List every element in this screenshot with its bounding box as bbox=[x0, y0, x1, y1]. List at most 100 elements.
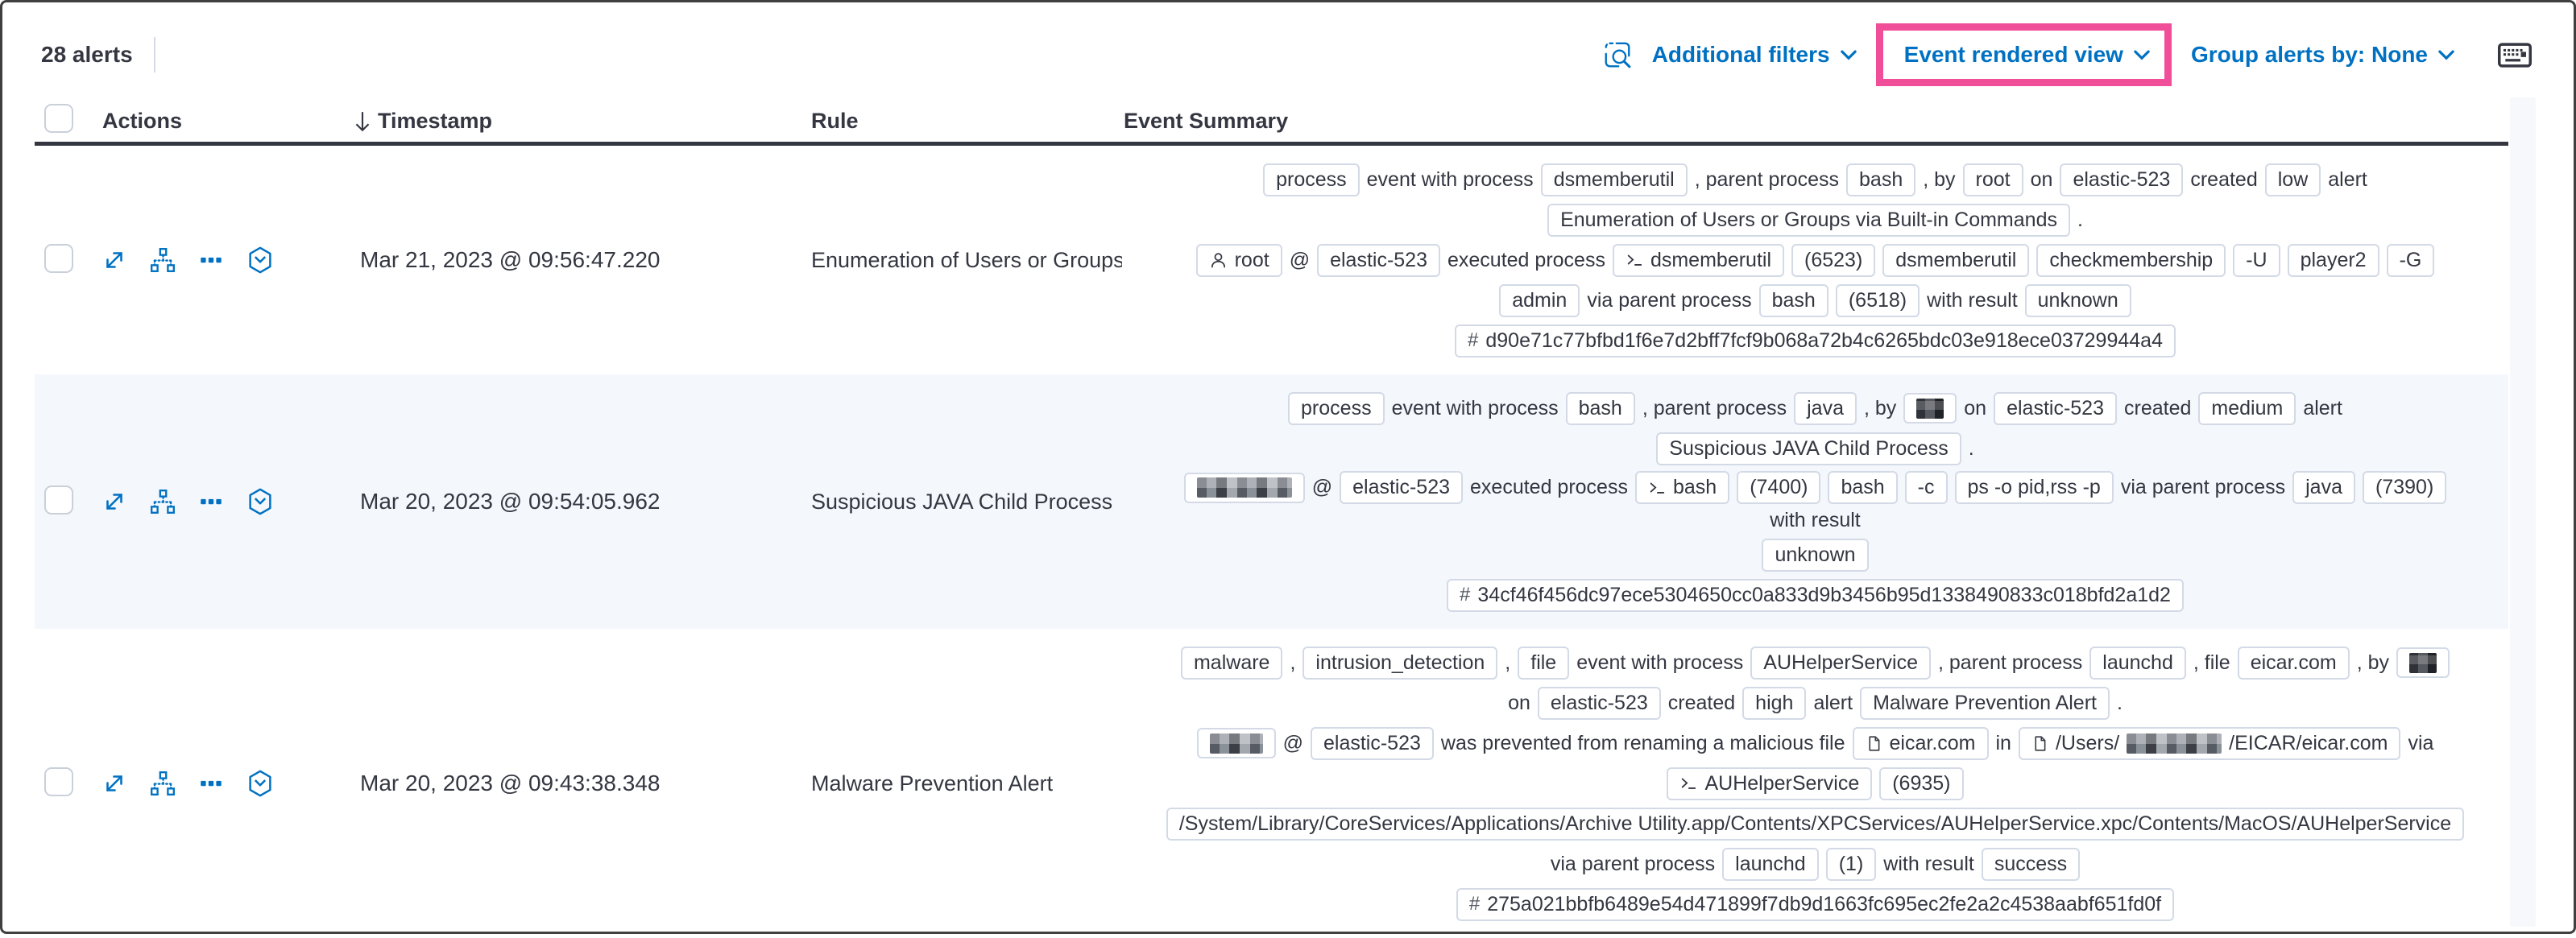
event-field-pill[interactable]: AUHelperService bbox=[1750, 646, 1932, 680]
pill-text: intrusion_detection bbox=[1315, 651, 1485, 674]
event-field-pill[interactable]: Enumeration of Users or Groups via Built… bbox=[1547, 203, 2070, 237]
event-field-pill[interactable]: (6935) bbox=[1879, 767, 1964, 800]
hash-pill[interactable]: #275a021bbfb6489e54d471899f7db9d1663fc69… bbox=[1456, 887, 2175, 921]
event-field-pill[interactable]: dsmemberutil bbox=[1882, 243, 2030, 277]
event-field-pill[interactable]: success bbox=[1981, 847, 2081, 881]
event-field-pill[interactable]: elastic-523 bbox=[1340, 471, 1464, 504]
event-field-pill[interactable]: intrusion_detection bbox=[1302, 646, 1498, 680]
event-field-pill[interactable]: unknown bbox=[1762, 538, 1869, 572]
event-field-pill[interactable]: (6518) bbox=[1835, 283, 1920, 317]
event-field-pill[interactable]: launchd bbox=[2089, 646, 2186, 680]
document-icon bbox=[1866, 735, 1882, 752]
rule-cell[interactable]: Enumeration of Users or Groups via Bui bbox=[811, 247, 1122, 272]
event-field-pill[interactable]: elastic-523 bbox=[1310, 726, 1434, 760]
event-field-pill[interactable]: high bbox=[1742, 686, 1807, 720]
event-field-pill[interactable]: Malware Prevention Alert bbox=[1860, 686, 2110, 720]
hash-pill[interactable]: #34cf46f456dc97ece5304650cc0a833d9b3456b… bbox=[1447, 578, 2184, 612]
event-field-pill[interactable]: file bbox=[1518, 646, 1570, 680]
row-checkbox[interactable] bbox=[44, 767, 73, 796]
event-field-pill[interactable]: -U bbox=[2233, 243, 2280, 277]
additional-filters-button[interactable]: Additional filters bbox=[1652, 42, 1857, 68]
more-actions-button[interactable] bbox=[197, 488, 225, 515]
event-field-pill[interactable]: -c bbox=[1904, 471, 1948, 504]
event-field-pill[interactable]: elastic-523 bbox=[1537, 686, 1661, 720]
header-actions-label: Actions bbox=[102, 109, 183, 133]
event-field-pill[interactable]: player2 bbox=[2287, 243, 2379, 277]
inspect-button[interactable] bbox=[1602, 39, 1633, 70]
alerts-data-grid: Actions Timestamp Rule Event Summary Mar… bbox=[35, 101, 2508, 938]
rule-cell[interactable]: Malware Prevention Alert bbox=[811, 771, 1054, 795]
event-field-pill[interactable] bbox=[1903, 393, 1957, 424]
expand-alert-button[interactable] bbox=[101, 770, 128, 797]
scrollbar-track[interactable] bbox=[2510, 97, 2536, 927]
event-field-pill[interactable]: checkmembership bbox=[2036, 243, 2226, 277]
event-field-pill[interactable]: medium bbox=[2198, 391, 2296, 425]
event-field-pill[interactable] bbox=[2396, 647, 2450, 678]
event-field-pill[interactable]: bash bbox=[1828, 471, 1898, 504]
event-field-pill[interactable]: (6523) bbox=[1791, 243, 1876, 277]
expand-alert-button[interactable] bbox=[101, 246, 128, 274]
event-field-pill[interactable]: (7400) bbox=[1737, 471, 1821, 504]
group-alerts-by-button[interactable]: Group alerts by: None bbox=[2191, 42, 2454, 68]
event-field-pill[interactable] bbox=[1196, 728, 1276, 758]
event-field-pill[interactable]: bash bbox=[1846, 163, 1916, 196]
event-field-pill[interactable]: /Users//EICAR/eicar.com bbox=[2018, 726, 2401, 760]
event-field-pill[interactable]: Suspicious JAVA Child Process bbox=[1656, 432, 1961, 465]
event-field-pill[interactable]: elastic-523 bbox=[1317, 243, 1440, 277]
event-field-pill[interactable]: dsmemberutil bbox=[1540, 163, 1688, 196]
event-field-pill[interactable]: -G bbox=[2386, 243, 2435, 277]
more-actions-button[interactable] bbox=[197, 246, 225, 274]
pill-text: bash bbox=[1771, 288, 1816, 312]
hash-pill[interactable]: #d90e71c77bfbd1f6e7d2bff7fcf9b068a72b4c6… bbox=[1455, 324, 2176, 357]
event-field-pill[interactable]: process bbox=[1288, 391, 1385, 425]
keyboard-shortcuts-button[interactable] bbox=[2498, 42, 2532, 68]
event-field-pill[interactable]: eicar.com bbox=[1852, 726, 1989, 760]
event-field-pill[interactable]: java bbox=[1794, 391, 1857, 425]
pill-text: low bbox=[2277, 167, 2309, 191]
analyze-event-button[interactable] bbox=[149, 488, 176, 515]
event-field-pill[interactable]: eicar.com bbox=[2237, 646, 2350, 680]
event-field-pill[interactable]: java bbox=[2292, 471, 2355, 504]
row-checkbox[interactable] bbox=[44, 243, 73, 273]
event-field-pill[interactable]: admin bbox=[1499, 283, 1580, 317]
pill-text: unknown bbox=[1775, 543, 1856, 566]
header-timestamp-label: Timestamp bbox=[378, 109, 493, 133]
event-summary-text: , bbox=[1290, 651, 1296, 674]
event-field-pill[interactable]: bash bbox=[1565, 391, 1635, 425]
event-field-pill[interactable]: malware bbox=[1180, 646, 1283, 680]
event-field-pill[interactable]: unknown bbox=[2024, 283, 2131, 317]
event-field-pill[interactable]: bash bbox=[1634, 471, 1730, 504]
rule-cell[interactable]: Suspicious JAVA Child Process bbox=[811, 489, 1113, 514]
event-field-pill[interactable]: process bbox=[1263, 163, 1360, 196]
event-field-pill[interactable]: elastic-523 bbox=[1994, 391, 2117, 425]
event-field-pill[interactable]: bash bbox=[1758, 283, 1828, 317]
more-actions-button[interactable] bbox=[197, 770, 225, 797]
open-session-viewer-button[interactable] bbox=[246, 487, 275, 516]
event-summary-text: with result bbox=[1883, 852, 1974, 875]
event-field-pill[interactable]: root bbox=[1962, 163, 2023, 196]
event-field-pill[interactable]: elastic-523 bbox=[2060, 163, 2184, 196]
expand-alert-button[interactable] bbox=[101, 488, 128, 515]
event-field-pill[interactable]: (7390) bbox=[2363, 471, 2447, 504]
open-session-viewer-button[interactable] bbox=[246, 246, 275, 275]
analyze-event-button[interactable] bbox=[149, 246, 176, 274]
select-all-checkbox[interactable] bbox=[44, 104, 73, 133]
open-session-viewer-button[interactable] bbox=[246, 769, 275, 798]
event-field-pill[interactable]: ps -o pid,rss -p bbox=[1954, 471, 2114, 504]
header-timestamp[interactable]: Timestamp bbox=[349, 109, 800, 134]
event-field-pill[interactable]: (1) bbox=[1825, 847, 1877, 881]
view-selector-button[interactable]: Event rendered view bbox=[1904, 42, 2150, 68]
event-field-pill[interactable]: dsmemberutil bbox=[1612, 243, 1785, 277]
event-field-pill[interactable]: low bbox=[2264, 163, 2321, 196]
row-checkbox[interactable] bbox=[44, 485, 73, 514]
row-actions bbox=[91, 487, 349, 516]
event-field-pill[interactable]: root bbox=[1195, 243, 1282, 277]
analyze-event-button[interactable] bbox=[149, 770, 176, 797]
event-field-pill[interactable] bbox=[1183, 472, 1305, 503]
redacted-value bbox=[1196, 477, 1292, 498]
event-field-pill[interactable]: /System/Library/CoreServices/Application… bbox=[1166, 807, 2465, 841]
event-field-pill[interactable]: launchd bbox=[1722, 847, 1819, 881]
event-field-pill[interactable]: AUHelperService bbox=[1667, 767, 1873, 800]
